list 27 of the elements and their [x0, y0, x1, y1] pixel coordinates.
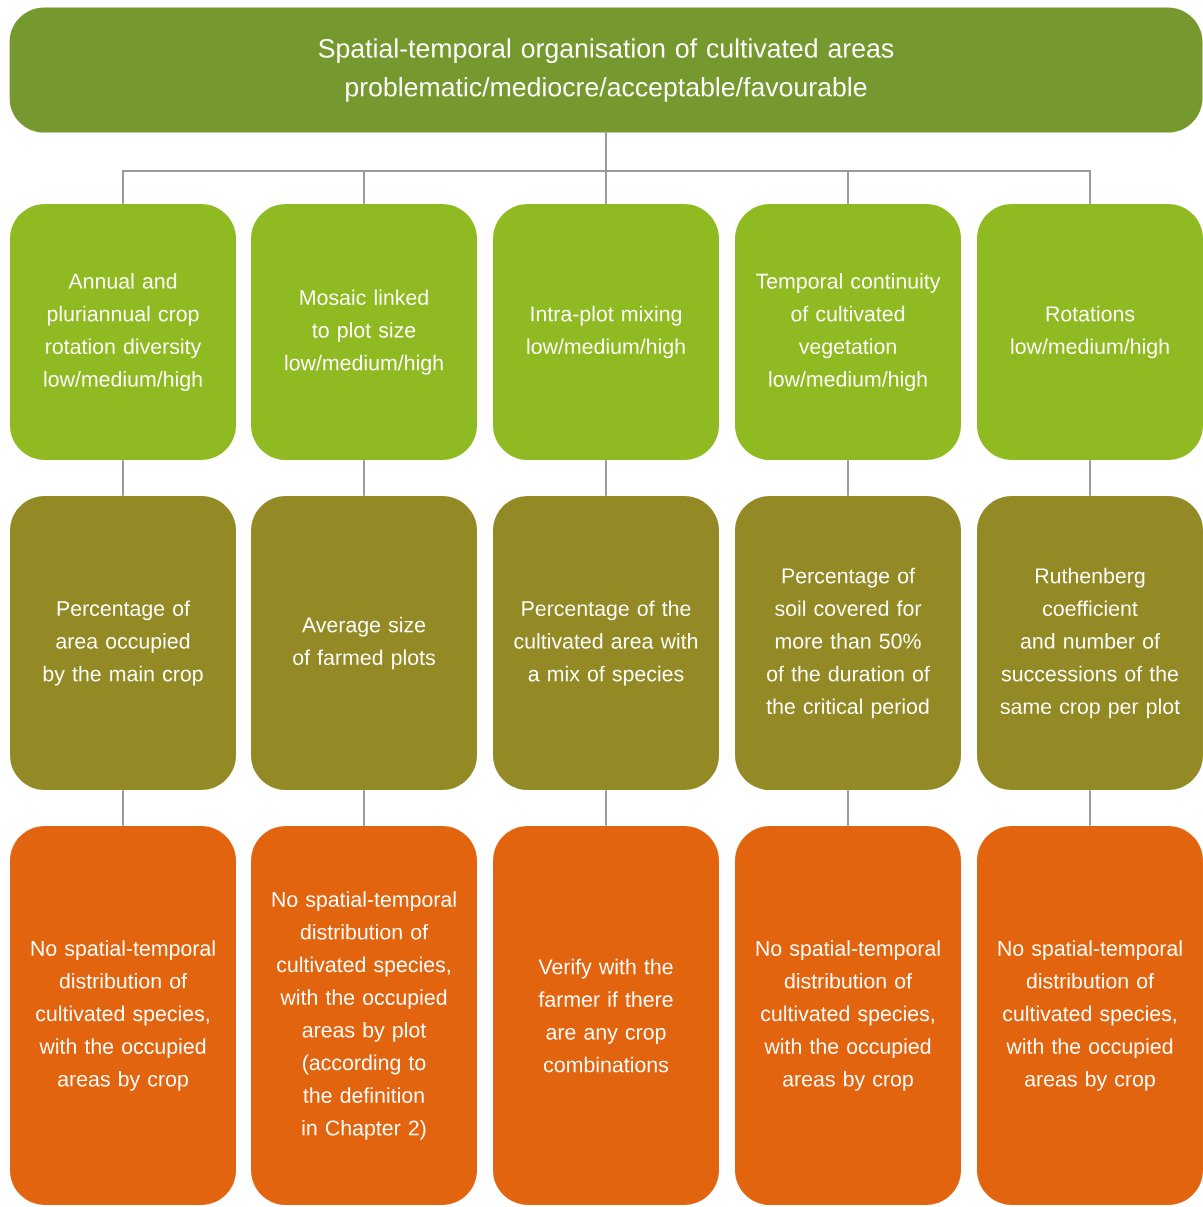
connector-line: [847, 789, 849, 827]
connector-line: [363, 789, 365, 827]
connector-line: [1089, 459, 1091, 497]
indicator-box: Percentage of the cultivated area with a mix of species: [493, 496, 719, 790]
indicator-box: Percentage of soil covered for more than 50% of the duration of the critical period: [735, 496, 961, 790]
criterion-box: Intra-plot mixing low/medium/high: [493, 204, 719, 460]
data-source-box: No spatial-temporal distribution of cultivated species, with the occupied areas by crop: [10, 826, 236, 1205]
criterion-box: Annual and pluriannual crop rotation diversity low/medium/high: [10, 204, 236, 460]
indicator-box: Percentage of area occupied by the main crop: [10, 496, 236, 790]
connector-line: [847, 459, 849, 497]
connector-line: [363, 459, 365, 497]
connector-line: [605, 459, 607, 497]
criterion-box: Temporal continuity of cultivated vegetation low/medium/high: [735, 204, 961, 460]
data-source-box: No spatial-temporal distribution of cultivated species, with the occupied areas by crop: [735, 826, 961, 1205]
criterion-box: Rotations low/medium/high: [977, 204, 1203, 460]
data-source-box: No spatial-temporal distribution of cultivated species, with the occupied areas by crop: [977, 826, 1203, 1205]
data-source-box: Verify with the farmer if there are any crop combinations: [493, 826, 719, 1205]
indicator-box: Average size of farmed plots: [251, 496, 477, 790]
connector-line: [122, 459, 124, 497]
connector-line: [1089, 789, 1091, 827]
indicator-box: Ruthenberg coefficient and number of successions of the same crop per plot: [977, 496, 1203, 790]
connector-line: [605, 131, 1091, 205]
connector-line: [122, 789, 124, 827]
connector-line: [605, 789, 607, 827]
data-source-box: No spatial-temporal distribution of cultivated species, with the occupied areas by plot (according to the definition in Chapter 2): [251, 826, 477, 1205]
header-banner: Spatial-temporal organisation of cultivated areas problematic/mediocre/acceptable/favourable: [9, 7, 1203, 133]
criterion-box: Mosaic linked to plot size low/medium/high: [251, 204, 477, 460]
